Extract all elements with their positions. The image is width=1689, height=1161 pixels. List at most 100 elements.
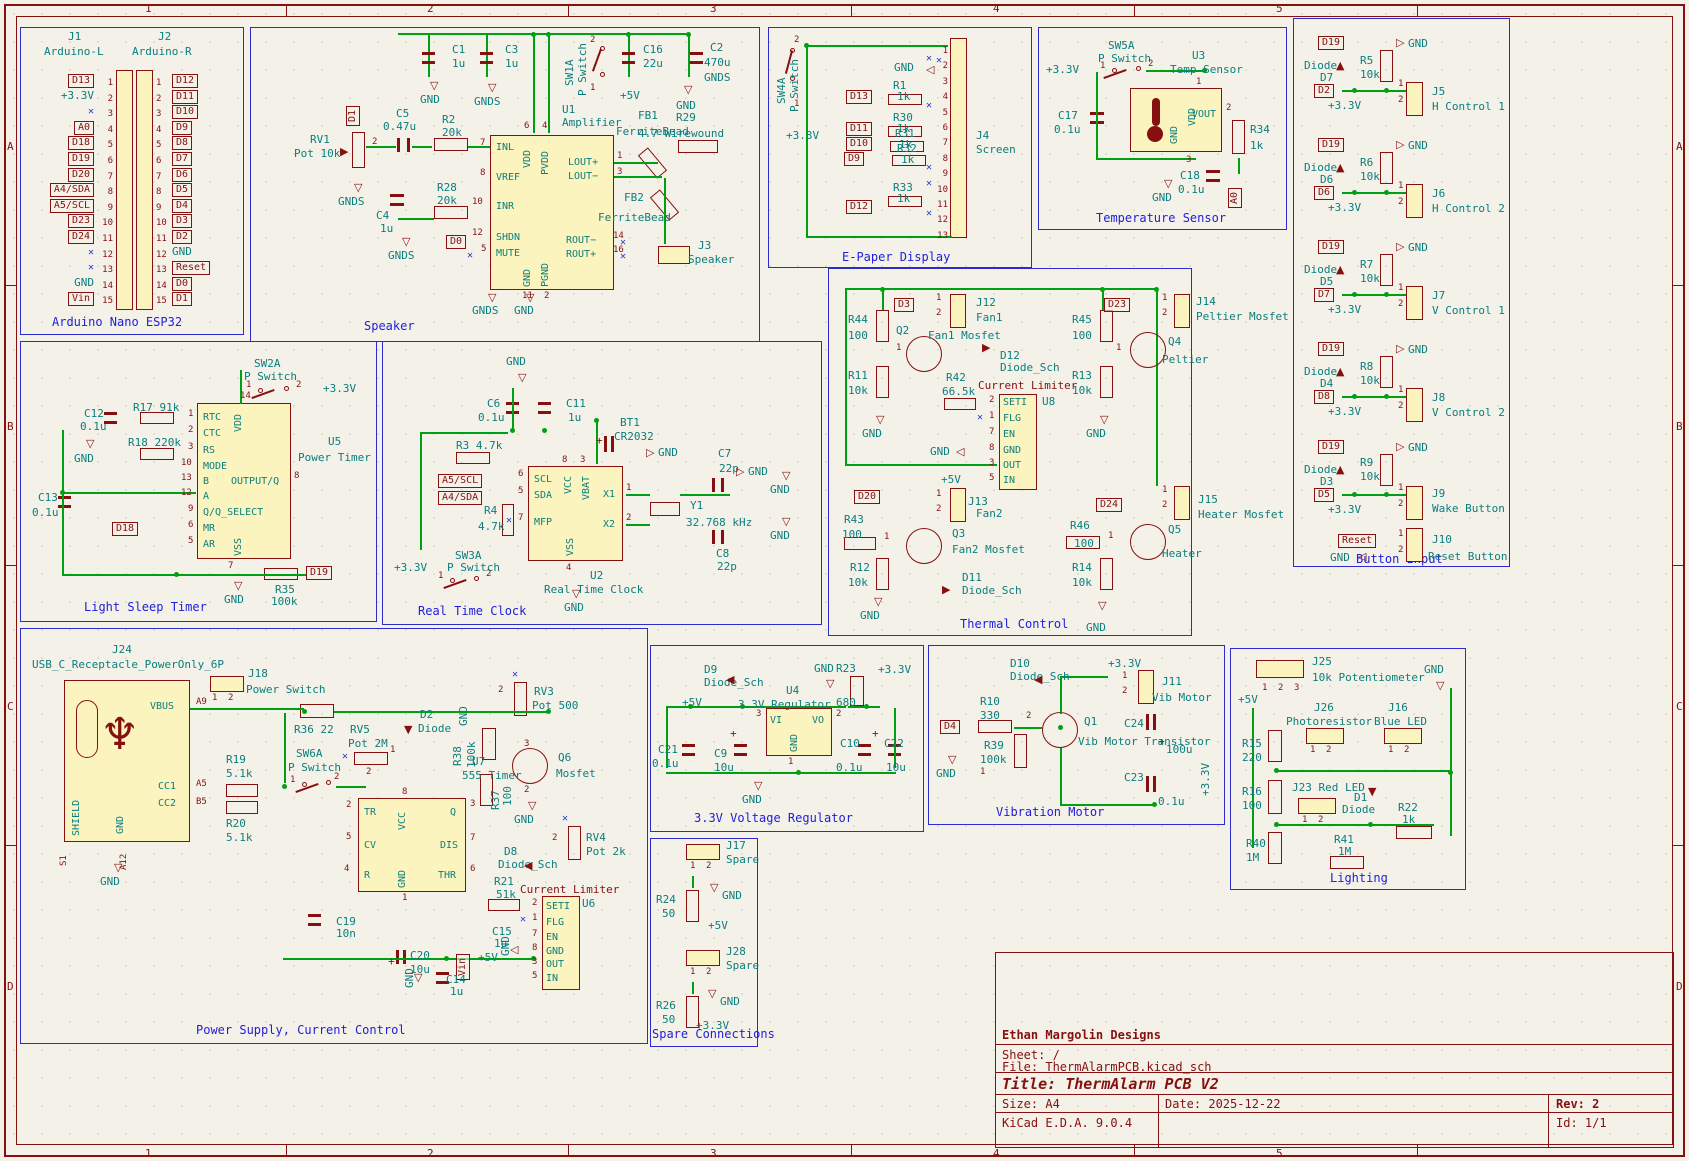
- regulator-ic-1[interactable]: [766, 708, 832, 756]
- buttons-conn-6[interactable]: [1406, 184, 1423, 218]
- regulator-res-0[interactable]: [850, 676, 864, 706]
- epaper-res-4[interactable]: [888, 196, 922, 207]
- rtc-res-3[interactable]: [456, 452, 490, 464]
- buttons-res-5[interactable]: [1380, 152, 1393, 184]
- power-res-4[interactable]: [226, 801, 258, 814]
- tempsensor-ic-3[interactable]: [1130, 88, 1222, 152]
- arduino-j1-labels-9-label[interactable]: D23: [67, 214, 94, 229]
- thermal-res-22[interactable]: [1100, 366, 1113, 398]
- thermal-circ-17[interactable]: [906, 528, 942, 564]
- thermal-conn-19[interactable]: [1174, 294, 1190, 328]
- buttons-b2-d19[interactable]: D19: [1318, 138, 1345, 152]
- speaker-res-18[interactable]: [352, 132, 365, 168]
- thermal-res-26[interactable]: [1100, 558, 1113, 590]
- lighting-res-6[interactable]: [1268, 832, 1282, 864]
- epaper-d12-flag[interactable]: D12: [846, 200, 873, 214]
- epaper-res-0[interactable]: [888, 94, 922, 105]
- buttons-b6-reset[interactable]: Reset: [1338, 534, 1377, 548]
- power-ic-14[interactable]: [358, 798, 466, 892]
- speaker-res-20[interactable]: [434, 138, 468, 151]
- arduino-j2-labels-1-label[interactable]: D11: [172, 89, 199, 104]
- vibration-circ-3[interactable]: [1042, 712, 1078, 748]
- sleeptimer-res-5[interactable]: [140, 448, 174, 460]
- sleeptimer-res-4[interactable]: [140, 412, 174, 424]
- thermal-res-20[interactable]: [1100, 310, 1113, 342]
- buttons-b4-in[interactable]: D8: [1314, 390, 1335, 404]
- arduino-j2-labels-0-label[interactable]: D12: [172, 74, 199, 88]
- buttons-b4-d19[interactable]: D19: [1318, 342, 1345, 356]
- vibration-res-1[interactable]: [978, 720, 1012, 733]
- sleeptimer-d19-flag[interactable]: D19: [306, 566, 333, 580]
- arduino-j1-labels-7-label[interactable]: A4/SDA: [49, 183, 94, 198]
- buttons-res-10[interactable]: [1380, 254, 1393, 286]
- speaker-res-22[interactable]: [434, 206, 468, 219]
- buttons-b5-in[interactable]: D5: [1314, 488, 1335, 502]
- thermal-d3-flag[interactable]: D3: [894, 298, 915, 312]
- thermal-ic-13[interactable]: [999, 394, 1037, 490]
- power-ic-19[interactable]: [542, 896, 580, 990]
- buttons-res-0[interactable]: [1380, 50, 1393, 82]
- power-conn-2[interactable]: [210, 676, 244, 692]
- buttons-conn-21[interactable]: [1406, 486, 1423, 520]
- epaper-conn-5[interactable]: [950, 38, 967, 238]
- power-res-11[interactable]: [482, 728, 496, 760]
- buttons-b5-d19[interactable]: D19: [1318, 440, 1345, 454]
- spare-res-1[interactable]: [686, 890, 699, 922]
- power-res-18[interactable]: [488, 899, 520, 911]
- spare-conn-2[interactable]: [686, 950, 720, 966]
- power-res-12[interactable]: [480, 774, 493, 806]
- rtc-res-9[interactable]: [650, 502, 680, 516]
- buttons-conn-11[interactable]: [1406, 286, 1423, 320]
- speaker-conn-27[interactable]: [658, 246, 690, 264]
- power-res-8[interactable]: [300, 704, 334, 718]
- arduino-j1-labels-14-label[interactable]: Vin: [67, 292, 94, 307]
- buttons-b2-in[interactable]: D6: [1314, 186, 1335, 200]
- buttons-res-15[interactable]: [1380, 356, 1393, 388]
- arduino-j2-labels-4-label[interactable]: D8: [172, 136, 193, 151]
- epaper-res-1[interactable]: [888, 126, 922, 137]
- arduino-j2-labels-10-label[interactable]: D2: [172, 230, 193, 244]
- vibration-res-2[interactable]: [1014, 734, 1027, 768]
- thermal-res-18[interactable]: [876, 558, 889, 590]
- power-circ-13[interactable]: [512, 748, 548, 784]
- lighting-conn-3[interactable]: [1298, 798, 1336, 814]
- arduino-j2-labels-7-label[interactable]: D5: [172, 183, 193, 198]
- sleeptimer-d18-flag[interactable]: D18: [112, 522, 139, 536]
- thermal-res-16[interactable]: [844, 537, 876, 550]
- lighting-res-4[interactable]: [1268, 730, 1282, 762]
- epaper-res-2[interactable]: [890, 141, 924, 152]
- speaker-d1-flag[interactable]: D1: [346, 105, 360, 126]
- lighting-res-5[interactable]: [1268, 780, 1282, 814]
- sleeptimer-ic-7[interactable]: [197, 403, 291, 559]
- buttons-b1-in[interactable]: D2: [1314, 84, 1335, 98]
- epaper-d9-flag[interactable]: D9: [844, 152, 865, 166]
- thermal-res-11[interactable]: [876, 366, 889, 398]
- spare-conn-0[interactable]: [686, 844, 720, 860]
- power-pill-1[interactable]: [76, 700, 98, 758]
- arduino-j2-labels-5-label[interactable]: D7: [172, 152, 193, 166]
- epaper-d13-flag[interactable]: D13: [846, 90, 873, 104]
- arduino-j2-labels-2-label[interactable]: D10: [172, 105, 199, 120]
- arduino-j2-labels-12-label[interactable]: Reset: [172, 261, 211, 276]
- thermal-res-9[interactable]: [876, 310, 889, 342]
- thermal-conn-15[interactable]: [950, 488, 966, 522]
- arduino-j2-labels-3-label[interactable]: D9: [172, 120, 193, 135]
- lighting-res-7[interactable]: [1396, 826, 1432, 839]
- rtc-ic-8[interactable]: [528, 466, 623, 561]
- speaker-d0-flag[interactable]: D0: [446, 235, 467, 249]
- arduino-j2-labels-6-label[interactable]: D6: [172, 167, 193, 182]
- lighting-conn-2[interactable]: [1384, 728, 1422, 744]
- arduino-j1-labels-5-label[interactable]: D19: [67, 152, 94, 166]
- thermal-conn-8[interactable]: [950, 294, 966, 328]
- thermal-circ-21[interactable]: [1130, 332, 1166, 368]
- spare-res-3[interactable]: [686, 996, 699, 1028]
- arduino-j1-labels-0-label[interactable]: D13: [67, 74, 94, 88]
- power-res-3[interactable]: [226, 784, 258, 797]
- arduino-j1-labels-3-label[interactable]: A0: [73, 120, 94, 135]
- thermal-circ-25[interactable]: [1130, 524, 1166, 560]
- lighting-res-8[interactable]: [1330, 856, 1364, 869]
- arduino-conn-0[interactable]: [116, 70, 133, 310]
- buttons-b3-d19[interactable]: D19: [1318, 240, 1345, 254]
- rtc-a4-flag[interactable]: A4/SDA: [438, 491, 483, 505]
- buttons-conn-25[interactable]: [1406, 528, 1423, 562]
